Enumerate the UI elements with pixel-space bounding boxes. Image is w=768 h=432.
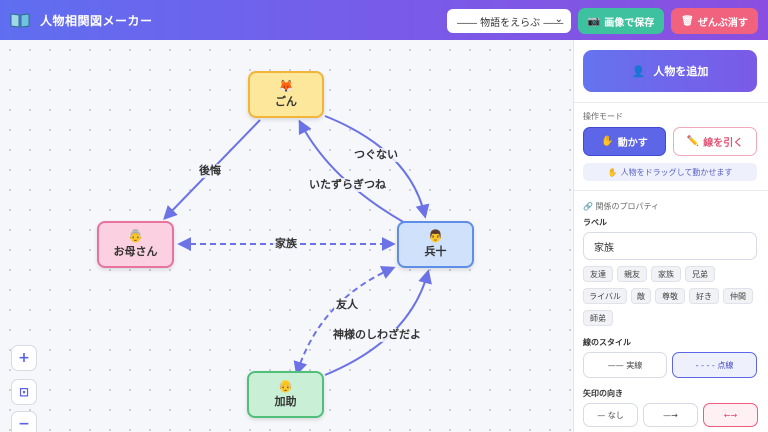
label-chip[interactable]: 敵	[631, 288, 651, 304]
person-name: ごん	[275, 95, 297, 108]
edge-label-mischief[interactable]: いたずらぎつね	[307, 178, 388, 192]
clear-all-button[interactable]: 🗑 ぜんぶ消す	[671, 8, 758, 34]
relationship-canvas[interactable]: 後悔 つぐない いたずらぎつね 家族 友人 神様のしわざだよ 🦊 ごん 👵 お母…	[0, 40, 573, 432]
old-man-icon: 👴	[278, 379, 293, 393]
edge-label-regret[interactable]: 後悔	[197, 164, 223, 178]
sidebar: 👤 人物を追加 操作モード ✋ 動かす ✏️ 線を引く ✋ 人物をドラッグして動…	[573, 40, 768, 432]
label-chip[interactable]: 兄弟	[685, 266, 715, 282]
person-icon: 👤	[631, 64, 646, 78]
edge-label-friend[interactable]: 友人	[334, 298, 360, 312]
zoom-out-button[interactable]: −	[11, 411, 37, 432]
label-heading: ラベル	[583, 218, 607, 227]
edge-friend[interactable]	[293, 266, 396, 376]
camera-icon: 📷	[587, 15, 601, 27]
arrow-direction-heading: 矢印の向き	[583, 389, 623, 398]
story-select[interactable]: ―― 物語をえらぶ ―― ⌄	[447, 9, 571, 33]
line-style-heading: 線のスタイル	[583, 338, 631, 347]
label-chip[interactable]: 好き	[689, 288, 719, 304]
props-section-text: 関係のプロパティ	[595, 202, 660, 211]
edge-atonement[interactable]	[324, 115, 430, 219]
mode-move-label: 動かす	[617, 138, 648, 149]
add-person-button[interactable]: 👤 人物を追加	[583, 50, 757, 92]
arrow-forward-button[interactable]: —→	[643, 403, 698, 427]
arrow-none-button[interactable]: — なし	[583, 403, 638, 427]
chevron-down-icon: ⌄	[554, 14, 563, 25]
line-style-solid-button[interactable]: —— 実線	[583, 352, 667, 378]
mode-section-label: 操作モード	[583, 112, 623, 121]
label-input[interactable]: 家族	[583, 232, 757, 260]
person-node-gon[interactable]: 🦊 ごん	[248, 71, 324, 118]
app-title: 人物相関図メーカー	[40, 13, 153, 28]
mode-hint: ✋ 人物をドラッグして動かせます	[583, 163, 757, 181]
fox-icon: 🦊	[278, 79, 294, 93]
save-image-button[interactable]: 📷 画像で保存	[578, 8, 664, 34]
line-style-dashed-button[interactable]: - - - - 点線	[672, 352, 757, 378]
grandmother-icon: 👵	[128, 229, 143, 243]
person-name: お母さん	[113, 245, 158, 258]
edge-label-family[interactable]: 家族	[273, 237, 299, 251]
fit-view-button[interactable]: ⊡	[11, 379, 37, 405]
arrow-both-button[interactable]: ←→	[703, 403, 758, 427]
person-node-mother[interactable]: 👵 お母さん	[97, 221, 174, 268]
mode-draw-line-button[interactable]: ✏️ 線を引く	[673, 127, 757, 156]
zoom-in-button[interactable]: +	[11, 345, 37, 371]
story-select-value: ―― 物語をえらぶ ――	[457, 17, 564, 29]
mode-move-button[interactable]: ✋ 動かす	[583, 127, 666, 156]
edge-label-atonement[interactable]: つぐない	[352, 148, 400, 162]
label-chip[interactable]: 師弟	[583, 310, 613, 326]
label-chip[interactable]: 仲間	[723, 288, 753, 304]
add-person-label: 人物を追加	[653, 65, 709, 78]
edge-label-gods-work[interactable]: 神様のしわざだよ	[331, 328, 423, 342]
edge-gods-work[interactable]	[324, 269, 432, 376]
trash-icon: 🗑	[681, 15, 694, 27]
divider	[574, 102, 768, 103]
hand-icon: ✋	[601, 136, 614, 147]
book-icon	[10, 13, 30, 28]
label-chip[interactable]: ライバル	[583, 288, 627, 304]
clear-all-label: ぜんぶ消す	[697, 17, 748, 29]
divider	[574, 190, 768, 191]
label-chip[interactable]: 尊敬	[655, 288, 685, 304]
label-chip[interactable]: 親友	[617, 266, 647, 282]
man-icon: 👨	[428, 229, 443, 243]
hand-icon: ✋	[607, 167, 618, 177]
save-image-label: 画像で保存	[604, 17, 655, 29]
pencil-icon: ✏️	[686, 136, 700, 147]
mode-hint-text: 人物をドラッグして動かせます	[620, 167, 733, 177]
person-node-kasuke[interactable]: 👴 加助	[247, 371, 324, 418]
props-section-label: 🔗 関係のプロパティ	[583, 201, 659, 212]
mode-line-label: 線を引く	[703, 138, 744, 149]
label-chip[interactable]: 友達	[583, 266, 613, 282]
person-name: 兵十	[424, 245, 447, 258]
edge-mischief[interactable]	[298, 119, 406, 224]
person-name: 加助	[274, 395, 297, 408]
app-header: 人物相関図メーカー ―― 物語をえらぶ ―― ⌄ 📷 画像で保存 🗑 ぜんぶ消す	[0, 0, 768, 40]
link-icon: 🔗	[583, 202, 593, 211]
person-node-hyoju[interactable]: 👨 兵十	[397, 221, 474, 268]
label-chip[interactable]: 家族	[651, 266, 681, 282]
